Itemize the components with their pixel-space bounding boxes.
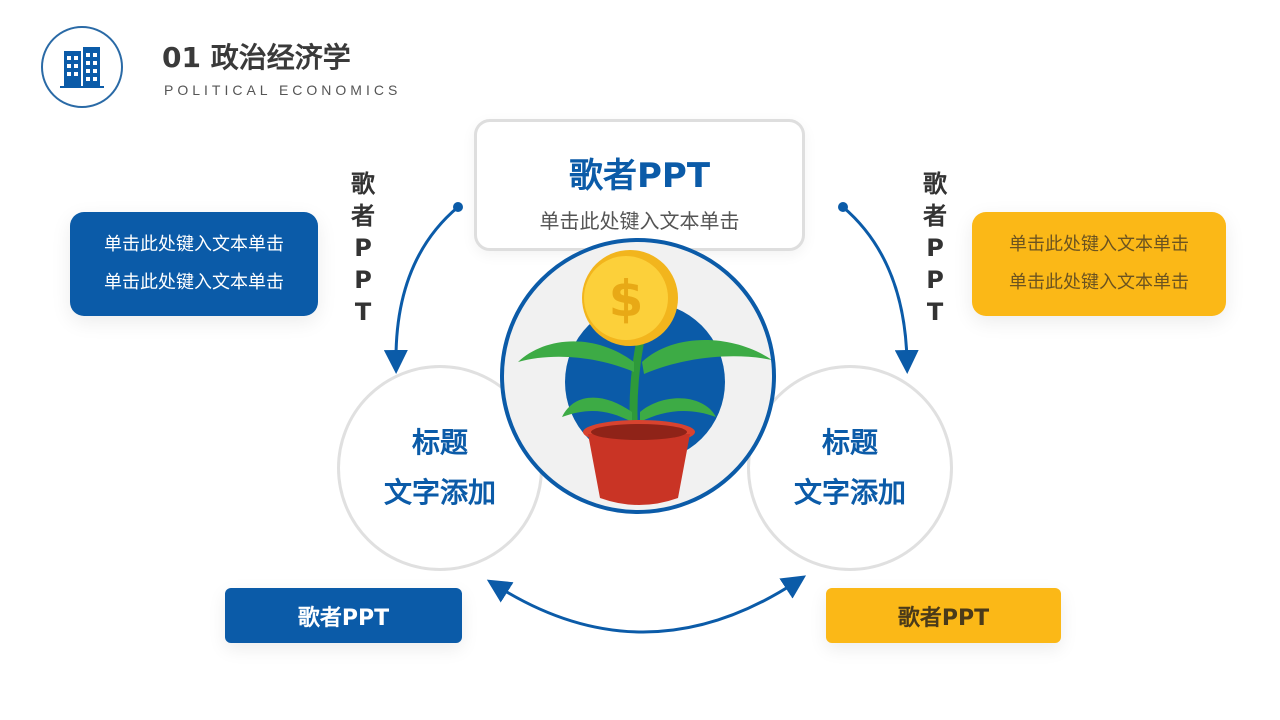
right-title-circle: 标题 文字添加	[747, 365, 953, 571]
left-vertical-label: 歌 者 P P T	[348, 168, 378, 328]
page-title: 01 政治经济学	[162, 41, 351, 74]
right-text-box: 单击此处键入文本单击 单击此处键入文本单击	[972, 212, 1226, 316]
top-box-text: 单击此处键入文本单击	[539, 209, 740, 233]
circle-title: 标题	[411, 426, 468, 459]
left-label-button: 歌者PPT	[225, 588, 462, 643]
bottom-double-arrow	[486, 575, 807, 634]
circle-subtitle: 文字添加	[793, 476, 906, 509]
right-arrow	[842, 205, 919, 374]
vertical-char: T	[354, 298, 372, 326]
box-text-line: 单击此处键入文本单击	[104, 234, 284, 255]
page-subtitle: POLITICAL ECONOMICS	[164, 82, 402, 98]
vertical-char: P	[926, 266, 944, 294]
top-title-box: 歌者PPT 单击此处键入文本单击	[474, 119, 805, 251]
vertical-char: 歌	[351, 170, 375, 198]
building-logo	[41, 26, 123, 108]
vertical-char: T	[926, 298, 944, 326]
building-icon	[60, 47, 104, 88]
vertical-char: P	[926, 234, 944, 262]
box-text-line: 单击此处键入文本单击	[1009, 234, 1189, 255]
vertical-char: 者	[351, 202, 375, 230]
left-text-box: 单击此处键入文本单击 单击此处键入文本单击	[70, 212, 318, 316]
vertical-char: P	[354, 234, 372, 262]
money-plant-image: $	[500, 238, 776, 514]
vertical-char: 者	[923, 202, 947, 230]
box-text-line: 单击此处键入文本单击	[1009, 272, 1189, 293]
svg-text:$: $	[609, 270, 644, 328]
right-label-button: 歌者PPT	[826, 588, 1061, 643]
top-box-title: 歌者PPT	[568, 156, 711, 196]
right-vertical-label: 歌 者 P P T	[920, 168, 950, 328]
box-text-line: 单击此处键入文本单击	[104, 272, 284, 293]
left-arrow	[383, 205, 459, 374]
vertical-char: 歌	[923, 170, 947, 198]
vertical-char: P	[354, 266, 372, 294]
circle-subtitle: 文字添加	[383, 476, 496, 509]
money-plant-icon: $	[518, 250, 772, 505]
circle-title: 标题	[821, 426, 878, 459]
